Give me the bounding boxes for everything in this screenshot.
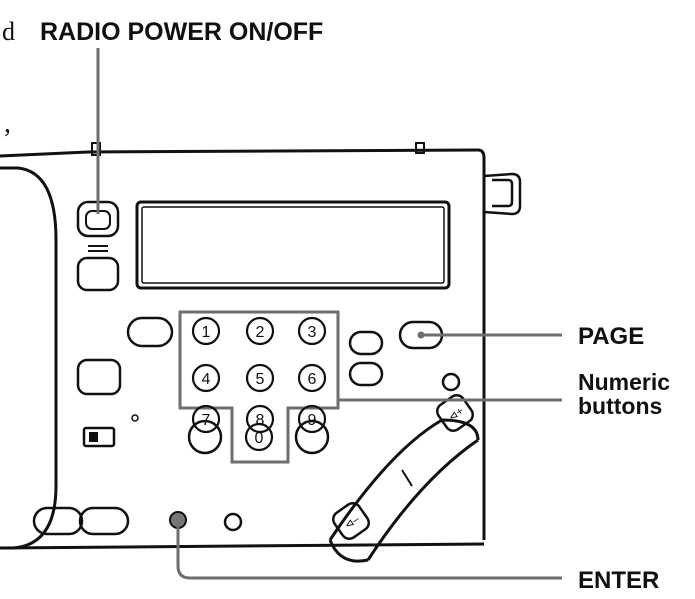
right-oval-button-lower[interactable] [348,361,384,387]
right-oval-button-upper[interactable] [348,330,384,356]
page-button-dot [417,331,425,339]
text-fragment-top-left: d [2,17,15,46]
text-fragment-comma: , [4,108,11,139]
numeric-key-8[interactable]: 8 [245,404,275,434]
numeric-key-label: 6 [308,371,317,388]
label-radio-power: RADIO POWER ON/OFF [40,18,323,46]
numeric-key-6[interactable]: 6 [297,363,327,393]
slide-switch-knob [89,432,98,442]
slide-switch[interactable] [82,426,116,448]
numeric-key-1[interactable]: 1 [191,316,221,346]
left-square-button[interactable] [76,358,122,396]
side-connector [483,172,522,216]
numeric-key-2[interactable]: 2 [245,316,275,346]
callout-lines [96,48,562,580]
callout-line-enter [176,522,562,580]
numeric-key-label: 2 [256,324,265,341]
display-window-inner [141,206,445,284]
indicator-mark [131,414,139,422]
tune-down-icon[interactable]: ⊲– [330,500,372,542]
display-window [135,200,451,290]
numeric-key-5[interactable]: 5 [245,363,275,393]
small-round-button-bottom[interactable] [223,512,243,532]
numeric-key-label: 0 [255,430,264,447]
label-numeric-line2: buttons [578,393,662,419]
top-edge-tab-left [91,142,101,156]
bottom-oval-button-right[interactable] [78,506,130,536]
numeric-key-label: 3 [308,324,317,341]
bottom-oval-button-left[interactable] [32,506,84,536]
numeric-key-4[interactable]: 4 [191,363,221,393]
label-enter: ENTER [578,567,659,594]
tuning-rocker: ⊲+ ⊲– [328,392,480,563]
label-numeric-line1: Numeric [578,369,670,395]
numeric-key-label: 4 [202,371,211,388]
numeric-key-label: 8 [256,412,265,429]
numeric-key-0[interactable]: 0 [244,422,274,452]
numeric-key-9[interactable]: 9 [297,404,327,434]
numeric-key-7[interactable]: 7 [191,404,221,434]
label-page: PAGE [578,323,644,350]
numeric-keypad: 1 2 3 4 5 6 7 8 [191,316,327,452]
numeric-key-label: 1 [202,324,211,341]
numeric-key-3[interactable]: 3 [297,316,327,346]
small-round-button-right[interactable] [441,372,461,392]
numeric-key-label: 5 [256,371,265,388]
left-oval-button[interactable] [126,316,174,348]
left-panel-bezel [0,166,58,550]
device-body-outline [0,142,486,550]
bottom-dual-buttons [32,506,130,536]
keypad-left-round-button[interactable] [187,419,223,455]
top-edge-tab-right [415,142,425,154]
tune-up-icon[interactable]: ⊲+ [434,392,476,434]
keypad-right-round-button[interactable] [294,419,330,455]
secondary-power-button[interactable] [76,256,120,292]
